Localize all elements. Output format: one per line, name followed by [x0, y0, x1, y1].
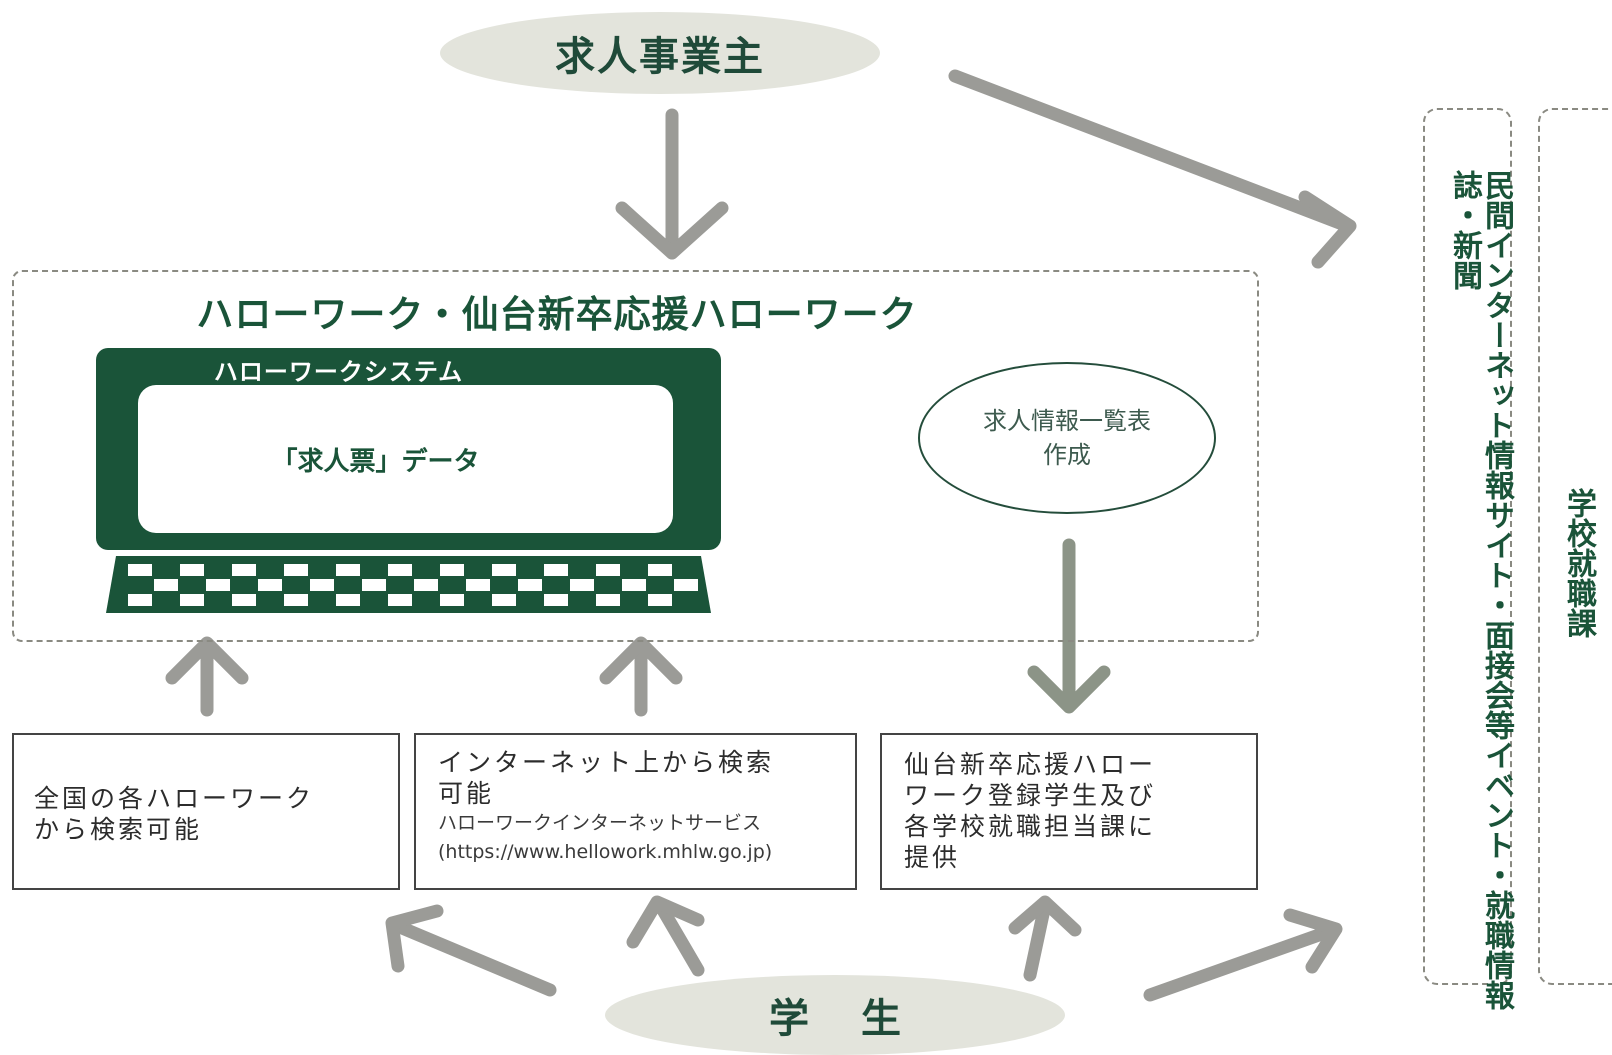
arrow-student-to-box2 — [626, 895, 705, 977]
keyboard-key — [180, 594, 204, 606]
keyboard-key — [336, 564, 360, 576]
system-label: ハローワークシステム — [213, 358, 464, 386]
box2-service-url: (https://www.hellowork.mhlw.go.jp) — [438, 841, 773, 863]
keyboard-key — [284, 564, 308, 576]
keyboard-key — [388, 564, 412, 576]
keyboard-key — [674, 579, 698, 591]
keyboard-key — [232, 564, 256, 576]
keyboard-key — [128, 564, 152, 576]
arrow-box2-to-system — [599, 636, 683, 717]
keyboard-key — [388, 594, 412, 606]
keyboard-key — [310, 579, 334, 591]
arrow-employer-to-private-sites — [948, 69, 1357, 269]
keyboard-key — [440, 594, 464, 606]
hellowork-frame — [12, 270, 1259, 642]
keyboard-key — [544, 594, 568, 606]
keyboard-key — [596, 594, 620, 606]
keyboard-key — [128, 594, 152, 606]
box2-line-1: インターネット上から検索 — [438, 748, 775, 777]
keyboard-key — [518, 579, 542, 591]
employer-label: 求人事業主 — [555, 34, 765, 80]
keyboard-key — [180, 564, 204, 576]
keyboard-key — [154, 579, 178, 591]
arrow-list-to-box3 — [1027, 538, 1111, 714]
keyboard-key — [258, 579, 282, 591]
arrow-student-to-private-sites — [1143, 908, 1343, 1002]
screen-text: 「求人票」データ — [271, 446, 480, 477]
keyboard-key — [492, 564, 516, 576]
arrow-box1-to-system — [165, 636, 249, 717]
box3-line-4: 提供 — [904, 843, 961, 872]
private-sites-label: 民間インターネット情報サイト・面接会等イベント・就職情報誌・新聞 — [1447, 170, 1514, 1010]
keyboard-key — [336, 594, 360, 606]
keyboard-key — [440, 564, 464, 576]
keyboard-key — [596, 564, 620, 576]
job-list-circle: 求人情報一覧表 作成 — [918, 362, 1216, 514]
keyboard-key — [284, 594, 308, 606]
box1-line-2: から検索可能 — [34, 815, 203, 844]
school-office-label: 学校就職課 — [1561, 488, 1596, 638]
private-sites-frame — [1423, 108, 1512, 985]
keyboard-icon — [106, 556, 711, 613]
arrow-student-to-box3 — [1008, 895, 1082, 982]
school-office-frame — [1538, 108, 1612, 985]
hellowork-title: ハローワーク・仙台新卒応援ハローワーク — [196, 293, 918, 336]
keyboard-key — [206, 579, 230, 591]
box-internet-search: インターネット上から検索 可能 ハローワークインターネットサービス (https… — [414, 733, 857, 890]
box2-service-name: ハローワークインターネットサービス — [438, 812, 762, 834]
box-nationwide-hellowork: 全国の各ハローワーク から検索可能 — [12, 733, 400, 890]
box3-line-1: 仙台新卒応援ハロー — [904, 750, 1157, 779]
arrow-employer-to-hellowork — [615, 108, 729, 260]
circle-line-1: 求人情報一覧表 — [983, 407, 1151, 435]
keyboard-key — [466, 579, 490, 591]
arrow-student-to-box1 — [385, 904, 557, 997]
keyboard-key — [362, 579, 386, 591]
keyboard-key — [232, 594, 256, 606]
computer-screen: 「求人票」データ — [138, 385, 673, 533]
student-label: 学生 — [769, 996, 953, 1042]
keyboard-key — [622, 579, 646, 591]
box3-line-2: ワーク登録学生及び — [904, 781, 1157, 810]
keyboard-key — [544, 564, 568, 576]
box2-line-2: 可能 — [438, 779, 495, 808]
keyboard-key — [414, 579, 438, 591]
student-node: 学生 — [605, 975, 1065, 1055]
keyboard-key — [570, 579, 594, 591]
keyboard-key — [648, 564, 672, 576]
keyboard-key — [492, 594, 516, 606]
box-sendai-provision: 仙台新卒応援ハロー ワーク登録学生及び 各学校就職担当課に 提供 — [880, 733, 1258, 890]
keyboard-key — [648, 594, 672, 606]
box1-line-1: 全国の各ハローワーク — [34, 784, 315, 813]
circle-line-2: 作成 — [1043, 441, 1091, 469]
employer-node: 求人事業主 — [440, 12, 880, 94]
box3-line-3: 各学校就職担当課に — [904, 812, 1157, 841]
